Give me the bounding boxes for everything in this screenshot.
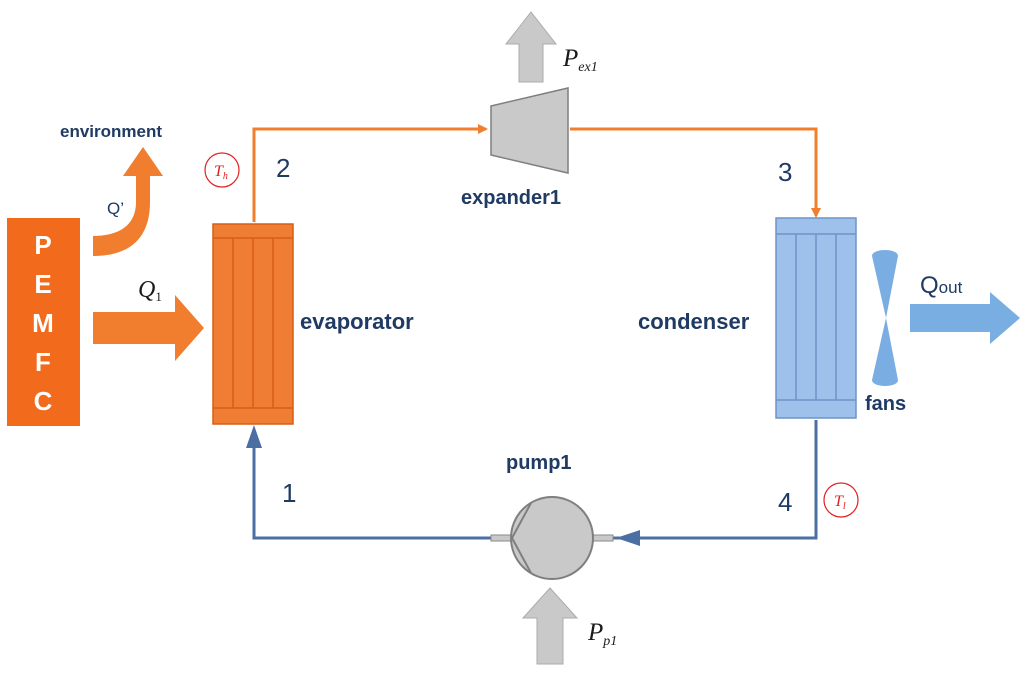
tl-temperature-marker: Tl	[823, 482, 859, 518]
q1-label: Q1	[138, 277, 162, 304]
pump-label: pump1	[506, 452, 572, 474]
state-1-label: 1	[282, 478, 296, 508]
pemfc-letter-e: E	[34, 269, 51, 299]
pex-main: P	[562, 45, 578, 72]
fans-label: fans	[865, 393, 906, 415]
svg-text:Tl: Tl	[834, 493, 846, 512]
th-main: T	[214, 163, 224, 180]
pump-icon	[490, 496, 614, 580]
state-4-label: 4	[778, 487, 792, 517]
pemfc-letter-c: C	[34, 386, 53, 416]
pipe-arrow-into-evaporator	[246, 425, 262, 448]
pump-power-arrow	[521, 587, 579, 665]
state-2-label: 2	[276, 153, 290, 183]
heat-loss-arrow	[93, 147, 163, 256]
expander-power-arrow	[504, 11, 558, 83]
tl-main: T	[834, 493, 844, 510]
pp-sub: p1	[602, 634, 617, 649]
th-sub: h	[223, 171, 228, 182]
hot-side-pipes	[252, 124, 821, 222]
evaporator-label: evaporator	[300, 309, 414, 334]
pipe-condenser-to-pump	[597, 420, 818, 540]
cold-side-pipes	[246, 420, 818, 546]
pex-label: Pex1	[562, 45, 598, 75]
qout-label: Qout	[920, 272, 963, 299]
q-prime-label: Q’	[107, 199, 124, 218]
condenser	[775, 217, 857, 419]
tl-sub: l	[843, 501, 846, 512]
pipe-pump-to-evaporator	[252, 440, 509, 540]
environment-label: environment	[60, 122, 162, 141]
svg-text:Th: Th	[214, 163, 228, 182]
pemfc-letter-f: F	[35, 347, 51, 377]
expander-label: expander1	[461, 187, 561, 209]
pipe-evaporator-to-expander	[252, 124, 488, 222]
th-temperature-marker: Th	[204, 152, 240, 188]
pemfc-block: P E M F C	[7, 218, 80, 426]
state-3-label: 3	[778, 157, 792, 187]
pex-sub: ex1	[578, 60, 597, 75]
qout-arrow	[910, 292, 1020, 344]
pipe-arrow-into-pump	[616, 530, 640, 546]
qout-sub: out	[939, 278, 963, 297]
pp-label: Pp1	[587, 619, 617, 649]
heat-input-arrow	[93, 295, 204, 361]
evaporator	[212, 223, 294, 425]
pipe-expander-to-condenser	[570, 127, 821, 218]
expander-turbine-icon	[490, 87, 569, 174]
pemfc-letter-m: M	[32, 308, 54, 338]
condenser-label: condenser	[638, 309, 750, 334]
q1-sub: 1	[155, 289, 162, 304]
qout-main: Q	[920, 272, 939, 299]
q1-main: Q	[138, 277, 155, 303]
fan-icon	[872, 250, 898, 386]
pemfc-letter-p: P	[34, 230, 51, 260]
pp-main: P	[587, 619, 603, 646]
